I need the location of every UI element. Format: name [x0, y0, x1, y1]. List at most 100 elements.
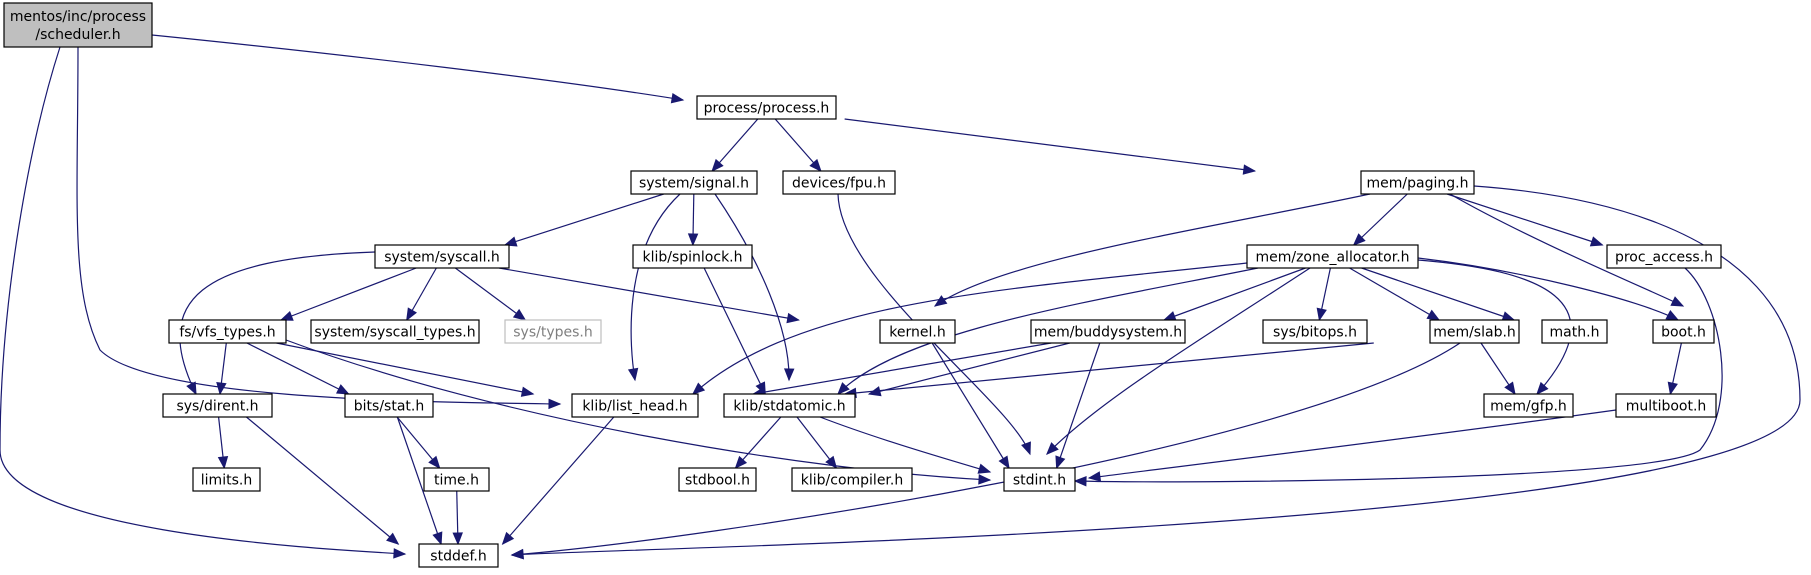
node-syscall-label: system/syscall.h — [384, 250, 500, 266]
edge-syscall-to-sys_types — [454, 267, 526, 321]
node-spinlock-box — [632, 244, 753, 269]
edge-stdatomic-to-stdbool-arrowhead — [734, 455, 748, 469]
node-process[interactable]: process/process.h — [696, 95, 837, 120]
edge-stat-to-time-arrowhead — [428, 455, 441, 470]
node-signal-label: system/signal.h — [639, 176, 749, 192]
node-syscall_types-label: system/syscall_types.h — [314, 325, 475, 341]
edge-proc_access-to-stdint-arrowhead — [1073, 476, 1087, 487]
node-buddy[interactable]: mem/buddysystem.h — [1030, 319, 1186, 344]
edge-buddy-to-stdint-arrowhead — [1055, 455, 1066, 470]
node-proc_access-box — [1606, 244, 1722, 269]
node-sys_types[interactable]: sys/types.h — [504, 319, 602, 344]
node-compiler-label: klib/compiler.h — [801, 473, 903, 489]
node-proc_access-label: proc_access.h — [1615, 250, 1713, 266]
node-scheduler-label: mentos/inc/process — [10, 9, 146, 25]
node-vfs_types-box — [168, 319, 287, 344]
edge-multiboot-to-stdint — [1088, 409, 1617, 479]
node-math-box — [1541, 319, 1608, 344]
edge-zone-to-gfp — [1417, 259, 1572, 395]
node-syscall[interactable]: system/syscall.h — [374, 244, 510, 269]
edge-scheduler-to-process-arrowhead — [670, 92, 685, 104]
node-multiboot[interactable]: multiboot.h — [1615, 393, 1717, 418]
node-sys_types-label: sys/types.h — [513, 325, 592, 341]
edge-syscall-to-dirent — [179, 251, 376, 395]
node-bitops-label: sys/bitops.h — [1273, 325, 1357, 341]
node-syscall_types[interactable]: system/syscall_types.h — [310, 319, 480, 344]
node-zone[interactable]: mem/zone_allocator.h — [1246, 244, 1419, 269]
node-fpu[interactable]: devices/fpu.h — [782, 170, 896, 195]
node-gfp-box — [1483, 393, 1574, 418]
node-stddef-box — [418, 543, 499, 568]
node-paging-box — [1360, 170, 1475, 195]
node-bitops[interactable]: sys/bitops.h — [1262, 319, 1368, 344]
edge-process-to-signal-arrowhead — [711, 158, 724, 172]
edge-paging-to-zone-arrowhead — [1352, 233, 1366, 246]
node-boot[interactable]: boot.h — [1652, 319, 1715, 344]
edge-vfs_types-to-list_head-arrowhead — [520, 386, 535, 397]
node-limits-box — [192, 467, 261, 492]
edge-vfs_types-to-stat-arrowhead — [335, 384, 350, 395]
node-kernel-label: kernel.h — [889, 325, 945, 341]
node-buddy-box — [1030, 319, 1186, 344]
node-process-box — [696, 95, 837, 120]
node-process-label: process/process.h — [704, 101, 830, 117]
node-kernel[interactable]: kernel.h — [879, 319, 956, 344]
edge-fpu-to-stdint-arrowhead — [1021, 441, 1031, 456]
node-time[interactable]: time.h — [423, 467, 490, 492]
node-stdint-box — [1003, 467, 1076, 492]
node-fpu-label: devices/fpu.h — [792, 176, 886, 192]
edge-paging-to-zone — [1353, 193, 1408, 246]
node-stdint-label: stdint.h — [1013, 473, 1066, 489]
edge-zone-to-boot — [1417, 257, 1679, 321]
edge-buddy-to-stdint — [1056, 342, 1101, 469]
node-kernel-box — [879, 319, 956, 344]
node-math[interactable]: math.h — [1541, 319, 1608, 344]
node-stat[interactable]: bits/stat.h — [344, 393, 434, 418]
node-paging[interactable]: mem/paging.h — [1360, 170, 1475, 195]
node-fpu-box — [782, 170, 896, 195]
edge-paging-to-boot-arrowhead — [1670, 296, 1685, 307]
node-stdatomic[interactable]: klib/stdatomic.h — [723, 393, 856, 418]
edge-syscall-to-dirent-arrowhead — [186, 381, 197, 396]
edge-slab-to-gfp-arrowhead — [1504, 381, 1516, 396]
edge-zone-to-list_head-arrowhead — [692, 382, 706, 395]
node-limits[interactable]: limits.h — [192, 467, 261, 492]
edge-zone-to-stdint-arrowhead — [1046, 442, 1059, 455]
node-gfp[interactable]: mem/gfp.h — [1483, 393, 1574, 418]
node-zone-label: mem/zone_allocator.h — [1255, 250, 1409, 266]
node-signal[interactable]: system/signal.h — [630, 170, 758, 195]
edge-vfs_types-to-stdint-arrowhead — [978, 474, 992, 485]
node-dirent[interactable]: sys/dirent.h — [162, 393, 273, 418]
node-multiboot-box — [1615, 393, 1717, 418]
node-vfs_types[interactable]: fs/vfs_types.h — [168, 319, 287, 344]
edge-zone-to-stdatomic — [837, 267, 1259, 395]
node-stddef[interactable]: stddef.h — [418, 543, 499, 568]
edge-scheduler-to-stddef-arrowhead — [393, 548, 407, 559]
edge-stat-to-stddef-arrowhead — [432, 531, 443, 546]
node-compiler[interactable]: klib/compiler.h — [791, 467, 913, 492]
node-dirent-label: sys/dirent.h — [176, 399, 258, 415]
node-spinlock-label: klib/spinlock.h — [642, 250, 742, 266]
edge-slab-to-stddef-arrowhead — [510, 548, 524, 560]
node-list_head-box — [571, 393, 699, 418]
node-buddy-label: mem/buddysystem.h — [1034, 325, 1182, 341]
edge-zone-to-bitops-arrowhead — [1316, 307, 1327, 322]
edge-zone-to-stdint — [1046, 267, 1311, 455]
node-list_head[interactable]: klib/list_head.h — [571, 393, 699, 418]
edge-dirent-to-stddef — [246, 416, 399, 545]
edge-zone-to-boot-arrowhead — [1665, 310, 1680, 321]
node-proc_access[interactable]: proc_access.h — [1606, 244, 1722, 269]
edge-kernel-to-stdint — [931, 342, 1010, 469]
edge-list_head-to-stddef-arrowhead — [501, 531, 515, 545]
edge-paging-to-kernel — [934, 193, 1371, 307]
edges-layer — [0, 34, 1801, 560]
node-slab[interactable]: mem/slab.h — [1429, 319, 1520, 344]
node-stdint[interactable]: stdint.h — [1003, 467, 1076, 492]
node-scheduler[interactable]: mentos/inc/process/scheduler.h — [3, 2, 153, 48]
node-stdbool[interactable]: stdbool.h — [678, 467, 757, 492]
node-spinlock[interactable]: klib/spinlock.h — [632, 244, 753, 269]
edge-vfs_types-to-dirent-arrowhead — [216, 381, 227, 396]
edge-zone-to-stdatomic-arrowhead — [837, 382, 850, 395]
edge-signal-to-stdatomic-arrowhead — [783, 368, 795, 382]
